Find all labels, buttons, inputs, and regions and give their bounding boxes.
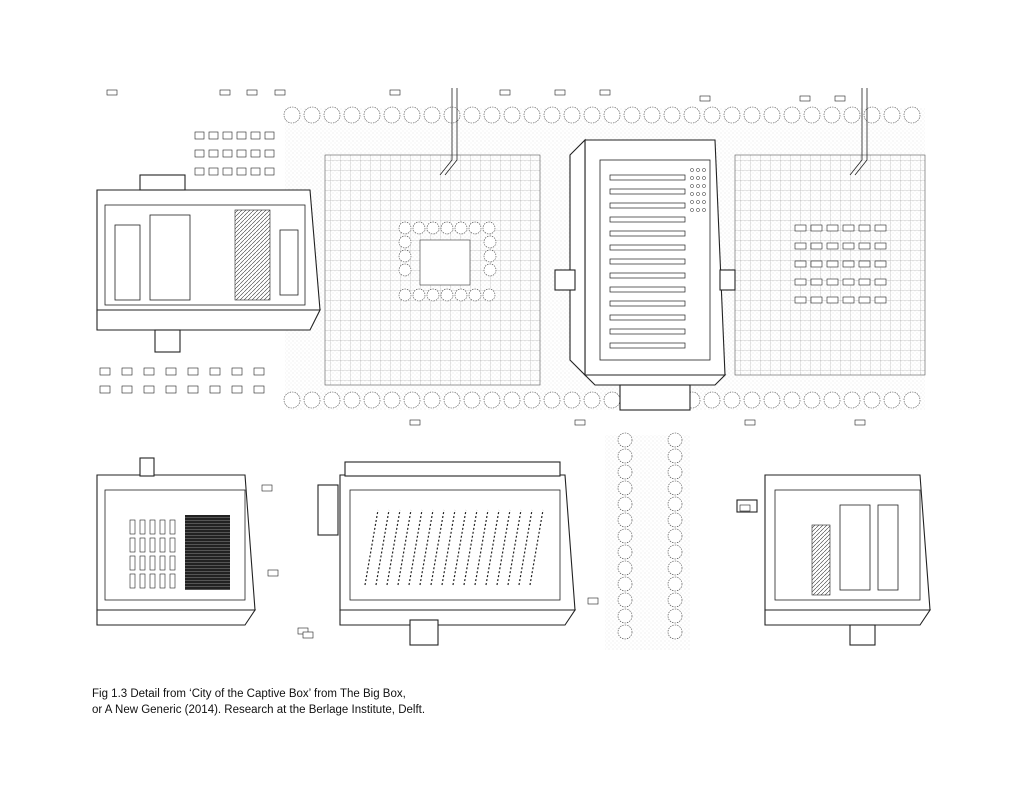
building-bottom-center: [317, 461, 577, 646]
storage-block-dense: [185, 515, 230, 590]
tree-avenue-trees: [617, 432, 683, 640]
building-top-center: [554, 138, 736, 411]
top-row-plan: [96, 88, 926, 426]
caption-line-2: or A New Generic (2014). Research at the…: [92, 704, 426, 716]
building-top-left: [96, 174, 321, 353]
caption-line-1: Fig 1.3 Detail from ‘City of the Captive…: [92, 688, 406, 700]
building-bottom-left: [96, 457, 257, 626]
tree-ring: [398, 221, 497, 302]
atrium-hatch-2: [811, 524, 831, 596]
building-bottom-right: [736, 474, 932, 646]
parking-bottom-left: [99, 367, 265, 394]
vehicles-top: [106, 89, 866, 426]
storage-racks: [609, 168, 706, 349]
bottom-row-plan: [96, 432, 932, 650]
atrium-hatch-1: [234, 209, 271, 301]
seating-blocks: [794, 224, 887, 304]
parking-top-left: [194, 131, 275, 176]
figure-caption: Fig 1.3 Detail from ‘City of the Captive…: [92, 686, 425, 718]
vehicles-bottom: [261, 484, 751, 639]
tree-row-top: [283, 106, 921, 124]
plaza-void: [419, 239, 471, 286]
